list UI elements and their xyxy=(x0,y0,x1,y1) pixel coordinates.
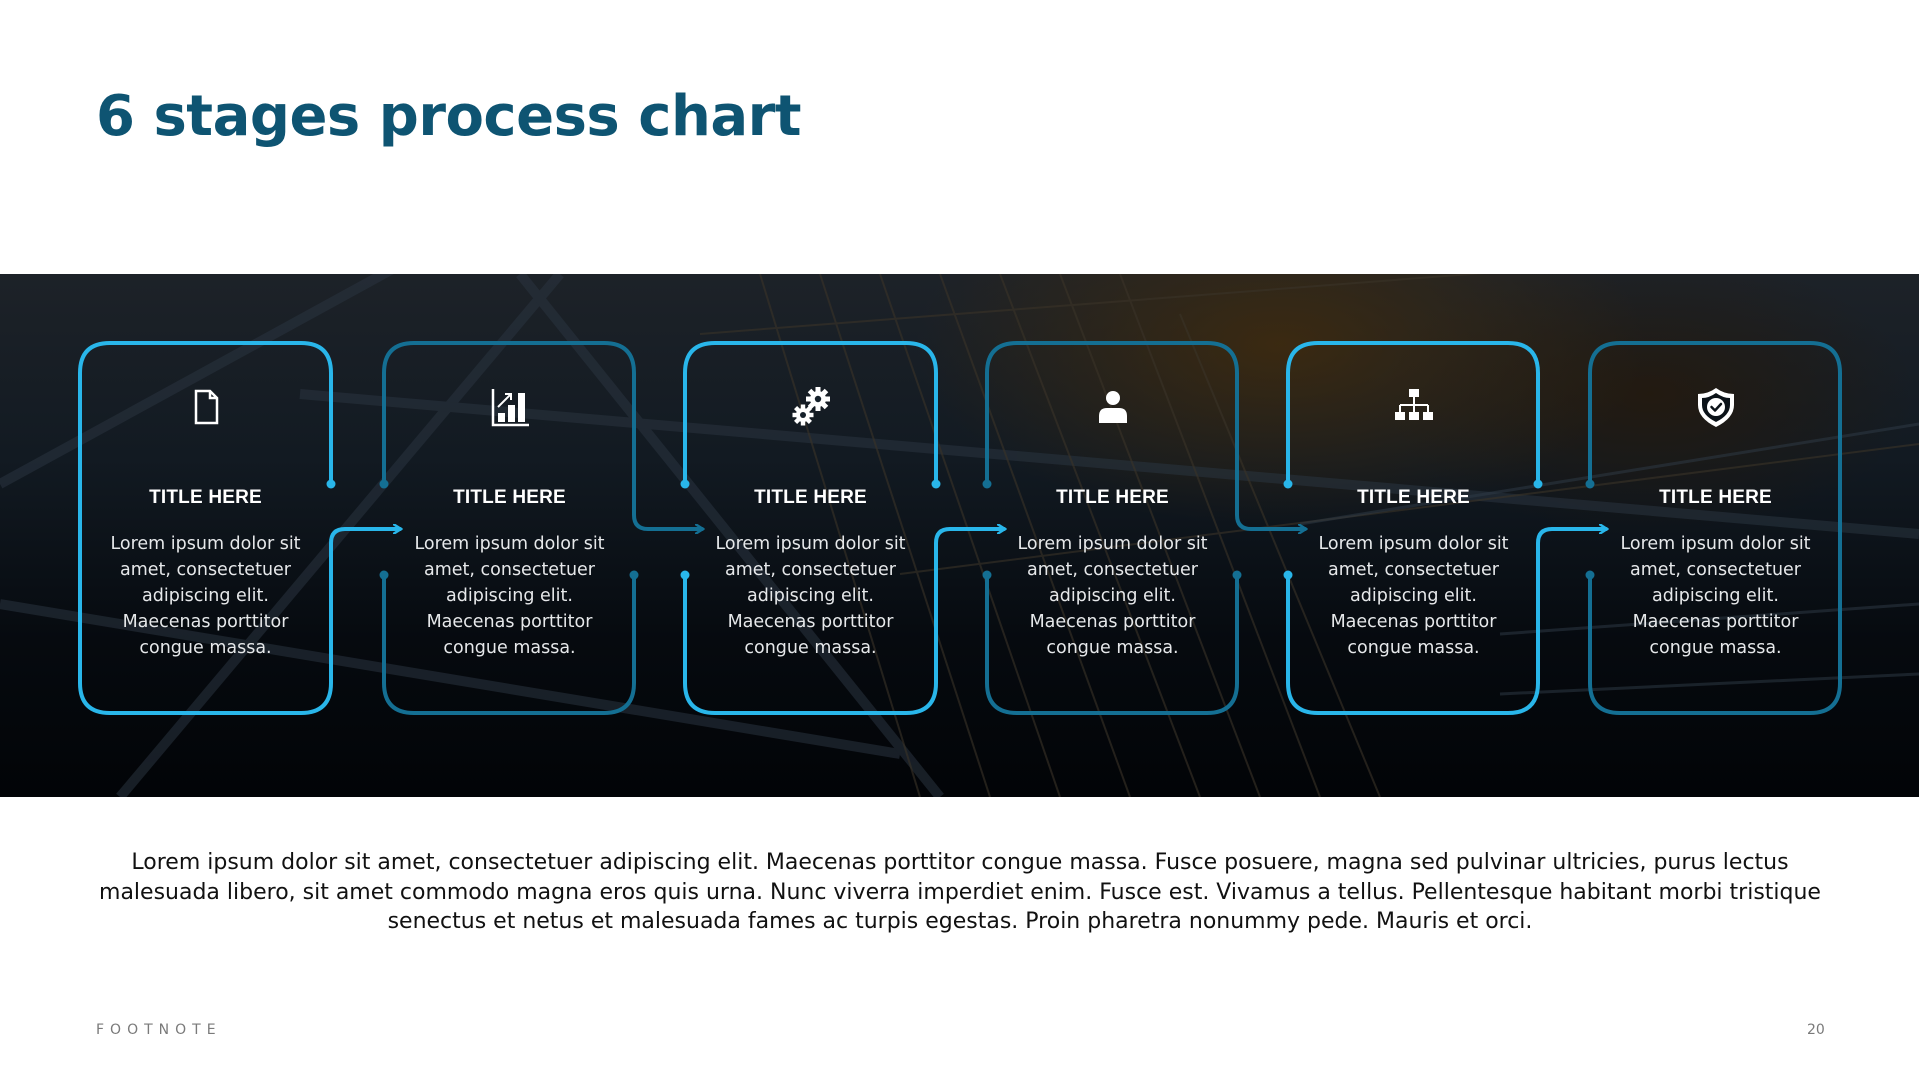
stage-1: TITLE HERE Lorem ipsum dolor sit amet, c… xyxy=(80,343,331,713)
stage-title: TITLE HERE xyxy=(453,487,566,508)
stage-description: Lorem ipsum dolor sit amet, consectetuer… xyxy=(1318,534,1509,658)
shield-check-icon xyxy=(1697,388,1734,427)
stage-2-outline xyxy=(382,341,702,715)
stage-2: TITLE HERE Lorem ipsum dolor sit amet, c… xyxy=(384,343,635,713)
user-icon xyxy=(1098,391,1127,423)
stage-description: Lorem ipsum dolor sit amet, consectetuer… xyxy=(1017,534,1208,658)
document-icon xyxy=(194,389,218,425)
building-background-image xyxy=(0,274,1919,797)
bar-chart-growth-icon xyxy=(491,389,529,427)
stage-6: TITLE HERE Lorem ipsum dolor sit amet, c… xyxy=(1590,343,1841,713)
stage-3-outline xyxy=(683,341,1004,715)
stage-title: TITLE HERE xyxy=(149,487,262,508)
process-band: TITLE HERE Lorem ipsum dolor sit amet, c… xyxy=(0,274,1919,797)
page-number: 20 xyxy=(1807,1022,1825,1038)
stage-description: Lorem ipsum dolor sit amet, consectetuer… xyxy=(1620,534,1811,658)
footnote: FOOTNOTE xyxy=(96,1022,222,1038)
summary-paragraph: Lorem ipsum dolor sit amet, consectetuer… xyxy=(99,850,1821,934)
stage-6-outline xyxy=(1588,341,1842,715)
stage-1-outline xyxy=(78,341,400,715)
stage-title: TITLE HERE xyxy=(1659,487,1772,508)
stage-description: Lorem ipsum dolor sit amet, consectetuer… xyxy=(414,534,605,658)
stage-4: TITLE HERE Lorem ipsum dolor sit amet, c… xyxy=(987,343,1238,713)
stage-title: TITLE HERE xyxy=(754,487,867,508)
slide-title: 6 stages process chart xyxy=(96,84,802,149)
stage-description: Lorem ipsum dolor sit amet, consectetuer… xyxy=(715,534,906,658)
stage-3: TITLE HERE Lorem ipsum dolor sit amet, c… xyxy=(685,343,936,713)
org-chart-icon xyxy=(1394,389,1433,420)
stage-title: TITLE HERE xyxy=(1357,487,1470,508)
stage-title: TITLE HERE xyxy=(1056,487,1169,508)
stage-5-outline xyxy=(1286,341,1606,715)
stage-description: Lorem ipsum dolor sit amet, consectetuer… xyxy=(110,534,301,658)
gears-icon xyxy=(792,387,830,426)
process-flow-connectors xyxy=(78,341,1842,715)
stage-5: TITLE HERE Lorem ipsum dolor sit amet, c… xyxy=(1288,343,1539,713)
stage-4-outline xyxy=(985,341,1305,715)
